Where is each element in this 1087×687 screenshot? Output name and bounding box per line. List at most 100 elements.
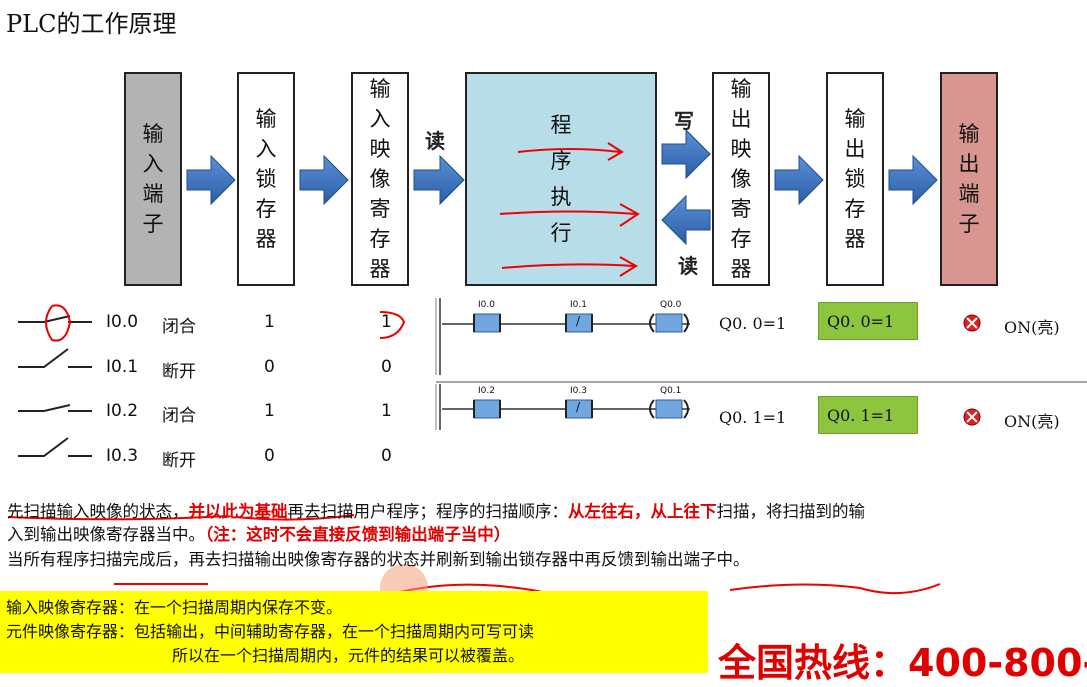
box-label-char: 入: [369, 107, 391, 131]
box-label-char: 输: [142, 122, 164, 146]
output-image-1: Q0. 1=1: [719, 408, 787, 427]
box-label-char: 器: [844, 227, 866, 251]
box-label-char: 映: [730, 137, 752, 161]
input-image-2: 1: [381, 401, 392, 421]
ladder-neg-symbol: /: [576, 400, 581, 414]
output-latch-box: 输出锁存器: [826, 72, 884, 286]
program-execution-box: 程序执行: [465, 72, 657, 286]
input-addr-2: I0.2: [106, 401, 139, 421]
box-label-char: 像: [730, 167, 752, 191]
input-state-3: 断开: [162, 451, 196, 471]
read-label-2: 读: [678, 254, 698, 278]
note-line-3: 所以在一个扫描周期内，元件的结果可以被覆盖。: [172, 646, 525, 665]
read-label-1: 读: [425, 129, 445, 153]
diagram-graphics: [7, 128, 1087, 612]
ladder-coil-label: Q0.1: [660, 386, 682, 396]
box-label-char: 入: [142, 152, 164, 176]
text-part-red: 从左往右，从上往下: [568, 502, 717, 521]
box-label-char: 端: [958, 182, 980, 206]
input-state-2: 闭合: [162, 406, 196, 426]
ladder-contact-label: I0.0: [478, 300, 495, 310]
box-label-char: 器: [369, 257, 391, 281]
box-label-char: 执: [550, 185, 572, 209]
output-latch-1: Q0. 1=1: [818, 396, 918, 434]
input-terminal-box: 输入端子: [124, 72, 182, 286]
page-title: PLC的工作原理: [6, 10, 177, 38]
input-image-3: 0: [381, 446, 392, 466]
box-label-char: 锁: [255, 167, 277, 191]
note-line-2: 元件映像寄存器：包括输出，中间辅助寄存器，在一个扫描周期内可写可读: [6, 622, 535, 641]
text-part: 先扫描输入映像的状态，: [7, 502, 189, 521]
ladder-coil-label: Q0.0: [660, 300, 682, 310]
text-part: 再去扫描用户程序；程序的扫描顺序：: [287, 502, 569, 521]
box-label-char: 输: [730, 77, 752, 101]
flow-arrow-3: [413, 154, 465, 206]
box-label-char: 出: [958, 152, 980, 176]
hotline-text: 全国热线：400-800-: [718, 641, 1087, 685]
text-part-red: （注：这时不会直接反馈到输出端子当中）: [205, 525, 511, 544]
input-image-register-box: 输入映像寄存器: [351, 72, 409, 286]
box-label-char: 出: [730, 107, 752, 131]
input-addr-0: I0.0: [106, 312, 139, 332]
box-label-char: 输: [369, 77, 391, 101]
box-label-char: 输: [255, 107, 277, 131]
write-label: 写: [674, 109, 694, 133]
box-label-char: 寄: [730, 197, 752, 221]
box-label-char: 序: [550, 149, 572, 173]
box-label-char: 入: [255, 137, 277, 161]
box-label-char: 输: [844, 107, 866, 131]
write-arrow: [661, 128, 711, 180]
note-box: 输入映像寄存器：在一个扫描周期内保存不变。 元件映像寄存器：包括输出，中间辅助寄…: [0, 591, 708, 673]
input-image-0: 1: [381, 312, 392, 332]
explanation-line-2: 入到输出映像寄存器当中。（注：这时不会直接反馈到输出端子当中）: [7, 521, 510, 545]
flow-arrow-1: [186, 154, 236, 206]
output-image-register-box: 输出映像寄存器: [712, 72, 770, 286]
box-label-char: 存: [730, 227, 752, 251]
read-back-arrow: [661, 194, 711, 246]
flow-arrow-5: [774, 154, 824, 206]
box-label-char: 映: [369, 137, 391, 161]
box-label-char: 行: [550, 221, 572, 245]
input-state-1: 断开: [162, 362, 196, 382]
explanation-line-3: 当所有程序扫描完成后，再去扫描输出映像寄存器的状态并刷新到输出锁存器中再反馈到输…: [7, 550, 750, 569]
output-image-0: Q0. 0=1: [719, 314, 787, 333]
note-line-1: 输入映像寄存器：在一个扫描周期内保存不变。: [6, 598, 343, 617]
text-part-red: 并以此为基础: [188, 502, 288, 521]
box-label-char: 程: [550, 113, 572, 137]
explanation-line-1: 先扫描输入映像的状态，并以此为基础再去扫描用户程序；程序的扫描顺序：从左往右，从…: [7, 498, 865, 522]
input-latch-box: 输入锁存器: [237, 72, 295, 286]
box-label-char: 锁: [844, 167, 866, 191]
input-image-1: 0: [381, 357, 392, 377]
box-label-char: 出: [844, 137, 866, 161]
box-label-char: 子: [958, 212, 980, 236]
ladder-contact-label: I0.3: [570, 386, 587, 396]
input-latch-2: 1: [264, 401, 275, 421]
box-label-char: 像: [369, 167, 391, 191]
box-label-char: 器: [255, 227, 277, 251]
output-status-1: ON(亮): [1004, 412, 1060, 431]
box-label-char: 寄: [369, 197, 391, 221]
input-state-0: 闭合: [162, 317, 196, 337]
output-terminal-box: 输出端子: [940, 72, 998, 286]
box-label-char: 器: [730, 257, 752, 281]
ladder-contact-label: I0.2: [478, 386, 495, 396]
text-part: 扫描，将扫描到的输: [716, 502, 866, 521]
input-addr-3: I0.3: [106, 446, 139, 466]
input-latch-3: 0: [264, 446, 275, 466]
ladder-contact-label: I0.1: [570, 300, 587, 310]
output-status-0: ON(亮): [1004, 318, 1060, 337]
output-latch-0: Q0. 0=1: [818, 302, 918, 340]
input-latch-0: 1: [264, 312, 275, 332]
box-label-char: 端: [142, 182, 164, 206]
box-label-char: 子: [142, 212, 164, 236]
box-label-char: 输: [958, 122, 980, 146]
input-addr-1: I0.1: [106, 357, 139, 377]
box-label-char: 存: [255, 197, 277, 221]
box-label-char: 存: [844, 197, 866, 221]
input-latch-1: 0: [264, 357, 275, 377]
flow-arrow-2: [299, 154, 349, 206]
box-label-char: 存: [369, 227, 391, 251]
ladder-neg-symbol: /: [576, 314, 581, 328]
flow-arrow-6: [888, 154, 938, 206]
text-part: 入到输出映像寄存器当中。: [7, 525, 205, 544]
